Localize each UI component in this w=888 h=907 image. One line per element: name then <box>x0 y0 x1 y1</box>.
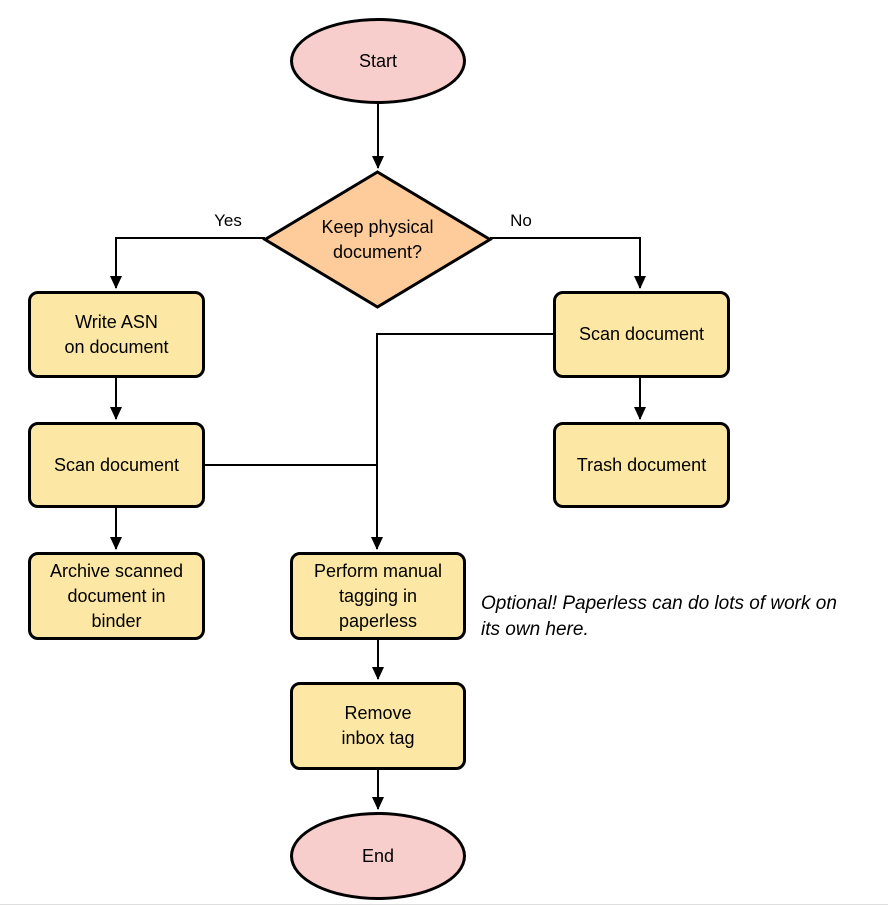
diamond-shape <box>262 170 493 309</box>
node-start-label: Start <box>358 50 397 71</box>
node-decision-label: Keep physical document? <box>321 216 434 262</box>
node-trash-document[interactable]: Trash document <box>553 422 730 508</box>
node-scan-left-label: Scan document <box>53 454 180 475</box>
edge-decision-no <box>490 237 646 289</box>
node-archive-binder[interactable]: Archive scanned document in binder <box>28 552 205 640</box>
node-trash-label: Trash document <box>576 454 707 475</box>
node-scan-document-left[interactable]: Scan document <box>28 422 205 508</box>
node-start[interactable]: Start <box>290 18 466 104</box>
node-write-asn-label: Write ASN on document <box>64 311 169 357</box>
node-remove-label: Remove inbox tag <box>341 703 415 748</box>
node-decision-keep-physical[interactable]: Keep physical document? <box>262 170 493 309</box>
edge-label-yes: Yes <box>214 211 242 230</box>
node-remove-inbox-tag[interactable]: Remove inbox tag <box>290 682 466 770</box>
node-scan-right-label: Scan document <box>578 324 705 344</box>
edge-label-no: No <box>510 211 532 230</box>
node-manual-tagging[interactable]: Perform manual tagging in paperless <box>290 552 466 640</box>
annotation-optional-note: Optional! Paperless can do lots of work … <box>481 593 837 640</box>
node-archive-label: Archive scanned document in binder <box>49 560 184 631</box>
edge-decision-yes <box>110 237 265 289</box>
node-scan-document-right[interactable]: Scan document <box>553 291 730 378</box>
node-end-label: End <box>361 845 395 866</box>
node-end[interactable]: End <box>290 812 466 900</box>
node-write-asn[interactable]: Write ASN on document <box>28 291 205 378</box>
edge-scanright-to-tagging <box>371 333 553 550</box>
node-tagging-label: Perform manual tagging in paperless <box>313 560 443 631</box>
page-bottom-divider <box>0 904 888 905</box>
